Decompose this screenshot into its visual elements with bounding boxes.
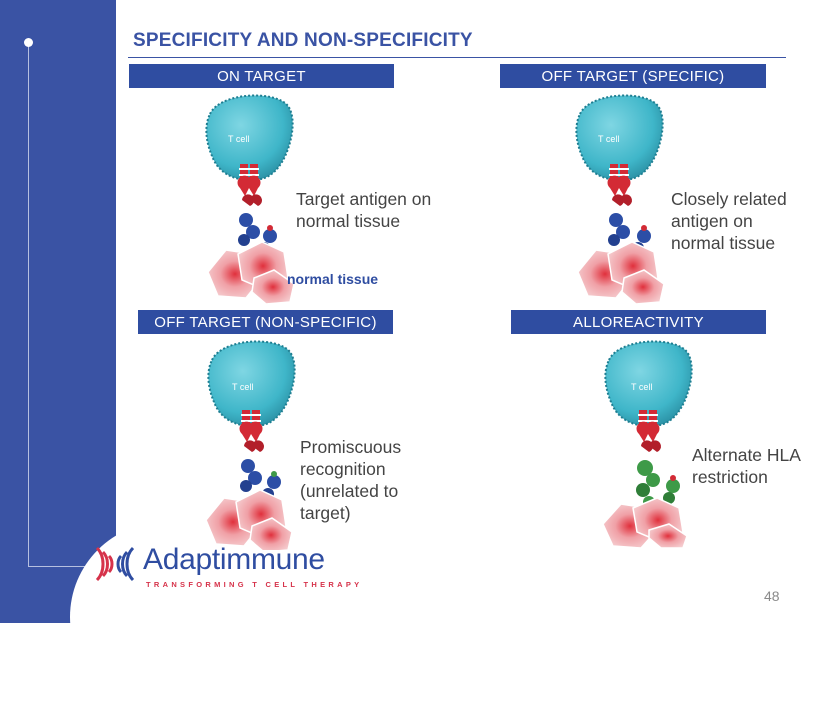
svg-text:T cell: T cell: [598, 134, 619, 144]
t-cell-icon: [575, 94, 664, 182]
brand-tagline: TRANSFORMING T CELL THERAPY: [146, 580, 363, 589]
caption-line: recognition: [300, 459, 386, 479]
off-target-specific-caption: Closely related antigen on normal tissue: [671, 188, 787, 254]
tcr-receptor-icon: [237, 164, 262, 206]
normal-tissue-icon: [207, 241, 295, 305]
caption-line: normal tissue: [671, 233, 776, 253]
sidebar-horizontal-rule: [28, 566, 116, 567]
caption-line: Closely related: [671, 189, 787, 209]
t-cell-icon: [205, 94, 294, 182]
caption-line: restriction: [692, 467, 768, 487]
off-target-specific-header: OFF TARGET (SPECIFIC): [500, 64, 766, 88]
brand-name: Adaptimmune: [143, 543, 325, 576]
t-cell-icon: [604, 340, 693, 428]
tcr-receptor-icon: [607, 164, 632, 206]
caption-line: normal tissue: [296, 211, 401, 231]
caption-line: target): [300, 503, 351, 523]
off-target-non-specific-header: OFF TARGET (NON-SPECIFIC): [138, 310, 393, 334]
tcr-receptor-icon: [636, 410, 661, 452]
alloreactivity-header: ALLOREACTIVITY: [511, 310, 766, 334]
page-number: 48: [764, 588, 780, 604]
on-target-caption: Target antigen on normal tissue: [296, 188, 431, 232]
sidebar-vertical-rule: [28, 42, 29, 567]
t-cell-icon: [207, 340, 296, 428]
svg-text:T cell: T cell: [232, 382, 253, 392]
title-underline: [128, 57, 786, 58]
on-target-diagram: T cell: [198, 94, 308, 309]
slide-title: SPECIFICITY AND NON-SPECIFICITY: [133, 30, 473, 51]
svg-text:T cell: T cell: [631, 382, 652, 392]
alloreactivity-diagram: T cell: [597, 340, 707, 555]
svg-text:T cell: T cell: [228, 134, 249, 144]
caption-line: (unrelated to: [300, 481, 399, 501]
off-target-non-specific-diagram: T cell: [200, 340, 310, 555]
alloreactivity-caption: Alternate HLA restriction: [692, 444, 801, 488]
hla-antigen-icon: [608, 213, 651, 254]
caption-line: Promiscuous: [300, 437, 402, 457]
caption-line: Alternate HLA: [692, 445, 801, 465]
caption-line: Target antigen on: [296, 189, 432, 209]
caption-line: antigen on: [671, 211, 753, 231]
normal-tissue-label: normal tissue: [287, 271, 379, 287]
sidebar-dot: [24, 38, 33, 47]
normal-tissue-icon: [577, 241, 665, 305]
off-target-specific-diagram: T cell: [568, 94, 678, 309]
adaptimmune-logo-icon: [91, 540, 139, 593]
on-target-header: ON TARGET: [129, 64, 394, 88]
tcr-receptor-icon: [239, 410, 264, 452]
normal-tissue-icon: [205, 489, 293, 553]
normal-tissue-icon: [602, 497, 688, 549]
off-target-non-specific-caption: Promiscuous recognition (unrelated to ta…: [300, 436, 401, 524]
sidebar: [0, 0, 116, 623]
